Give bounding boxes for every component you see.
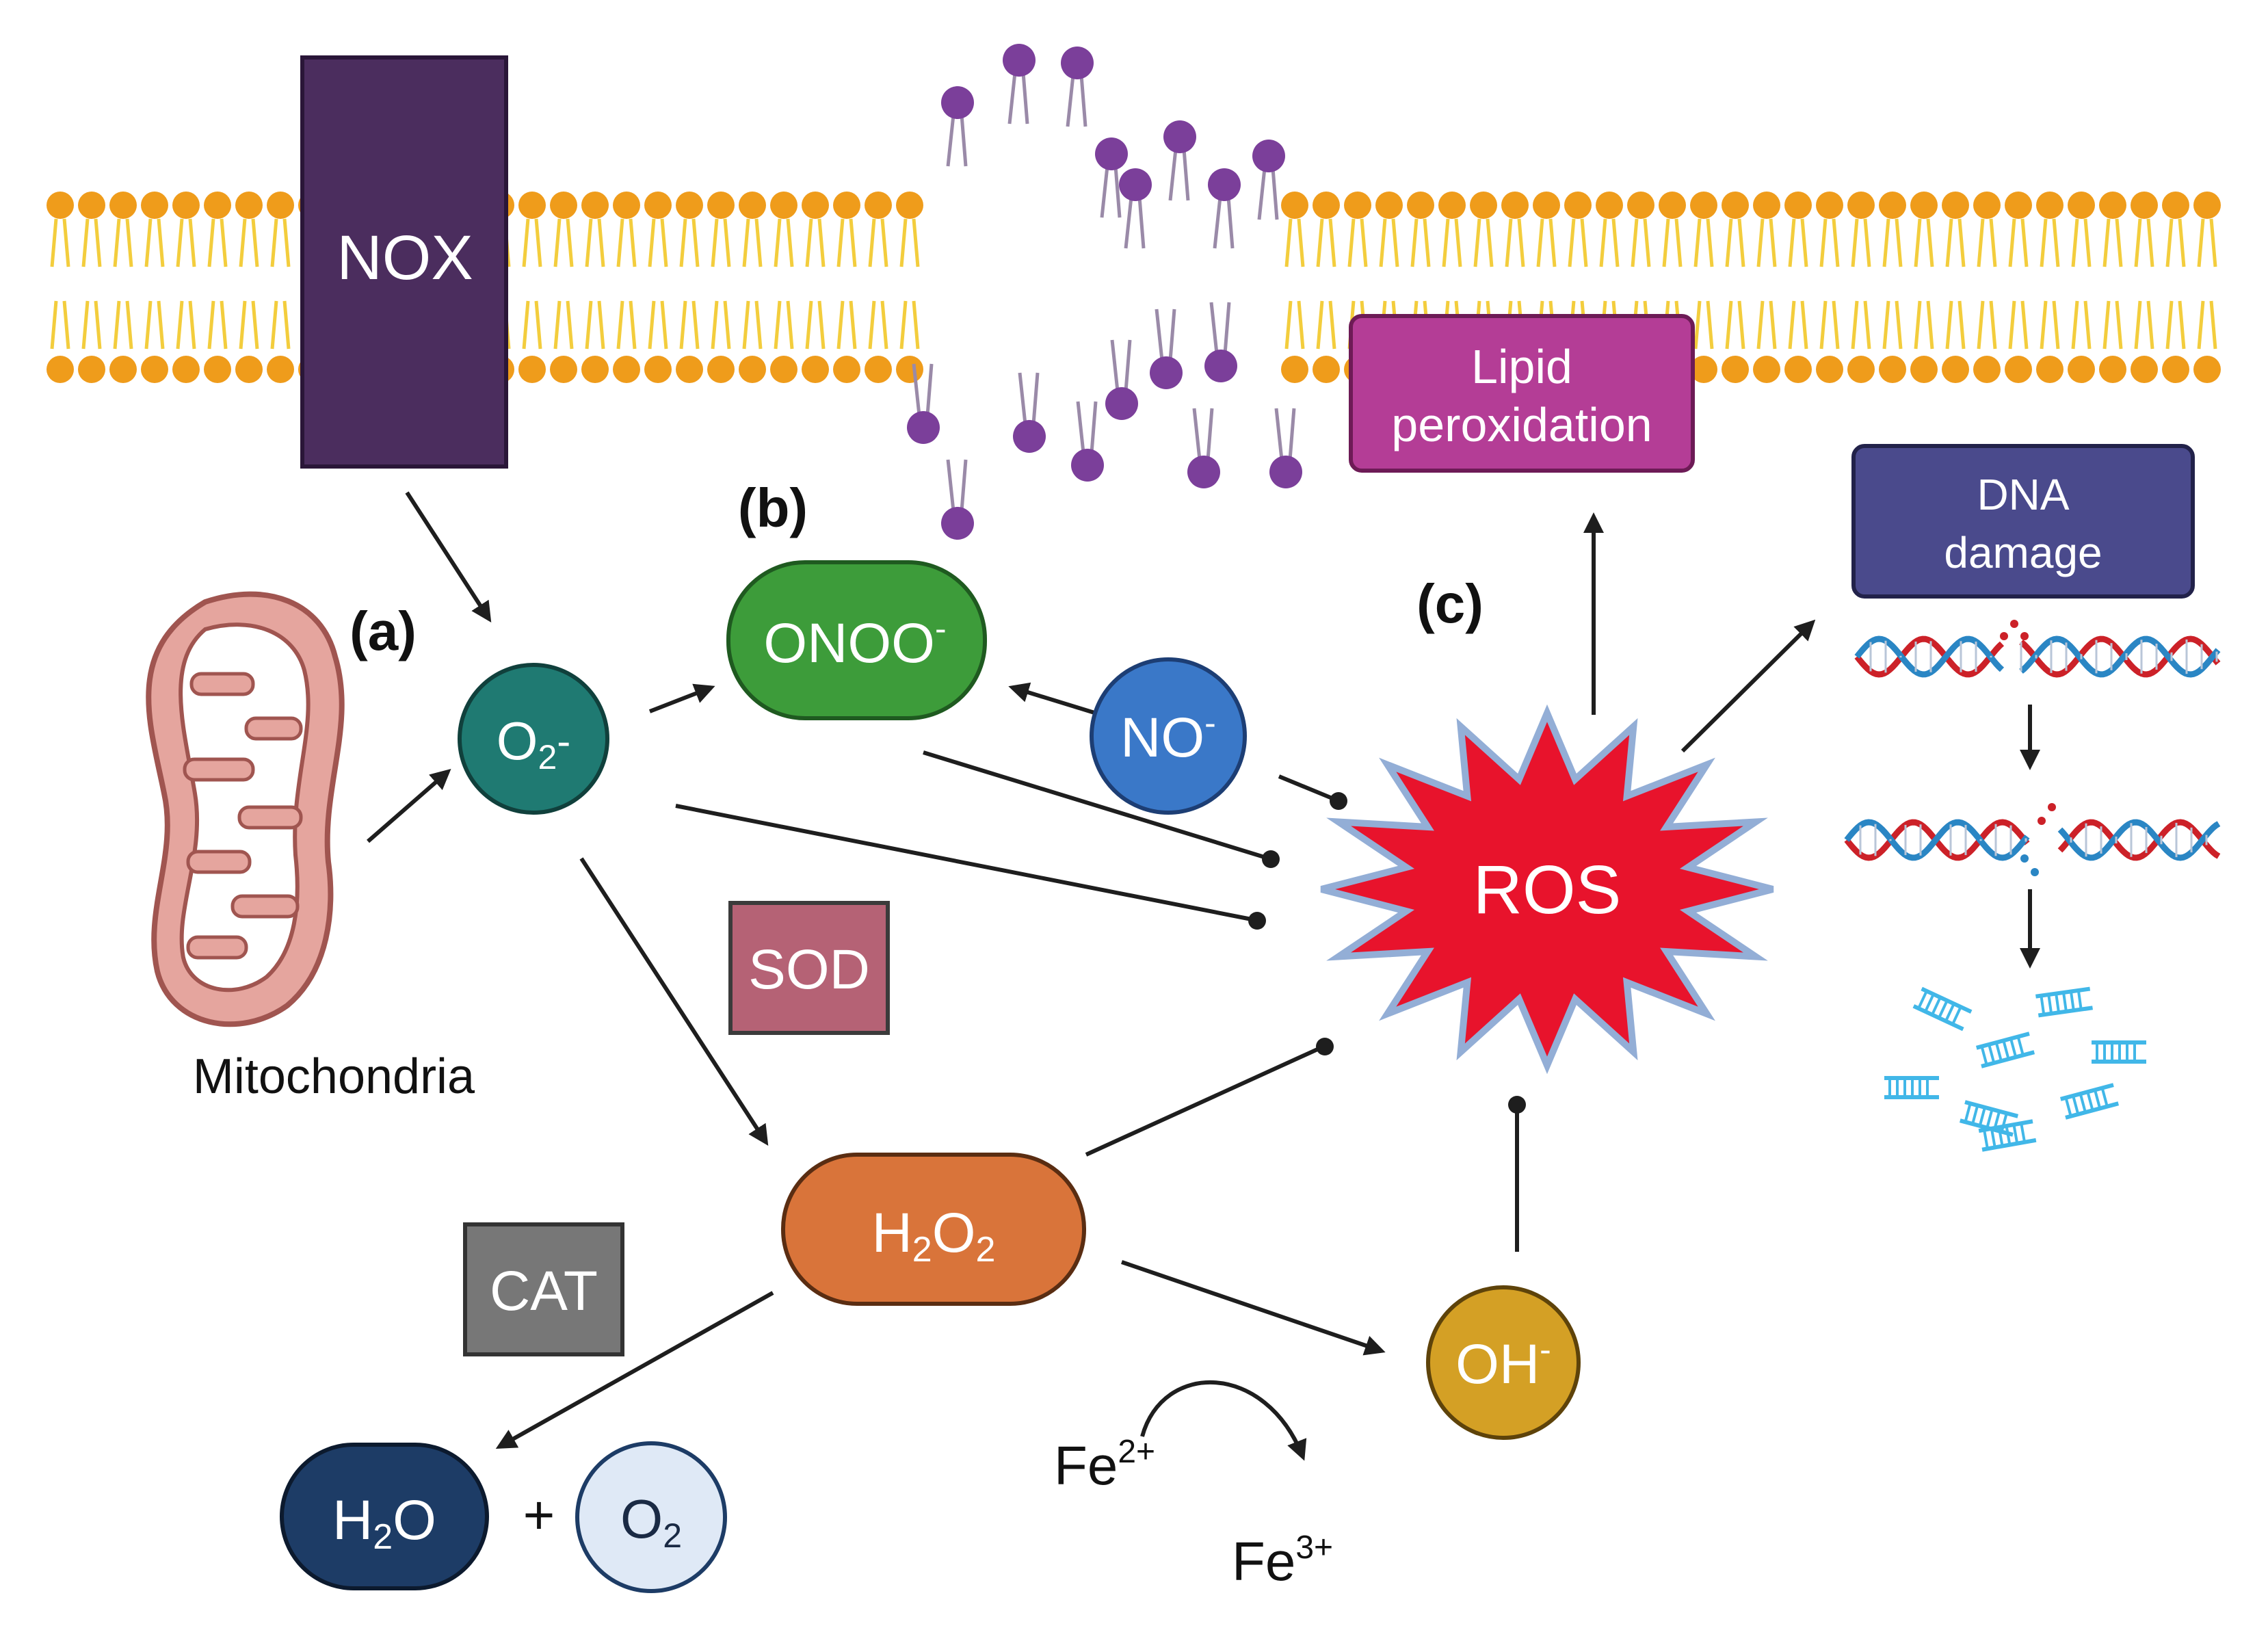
- mitochondria-label: Mitochondria: [193, 1049, 475, 1104]
- dna-fragment: [2092, 1040, 2146, 1064]
- nitric-oxide-node: NO-: [1090, 657, 1247, 815]
- svg-text:Fe2+: Fe2+: [1054, 1434, 1155, 1496]
- link-superoxide-ros: [675, 804, 1256, 922]
- nox-label: NOX: [337, 223, 473, 293]
- mitochondria-icon: [146, 591, 345, 1027]
- sod-box: SOD: [728, 901, 890, 1035]
- lipid-molecule: [1095, 137, 1128, 218]
- dna-damage-box: DNA damage: [1851, 444, 2195, 599]
- dna-fragment: [2059, 1083, 2120, 1120]
- arrow-mito-to-superoxide: [367, 769, 451, 843]
- water-node: H2O: [280, 1443, 489, 1590]
- svg-text:peroxidation: peroxidation: [1391, 398, 1652, 451]
- fe2-label: Fe2+: [1054, 1434, 1155, 1496]
- plus-sign: +: [523, 1484, 555, 1545]
- superoxide-node: O2-: [458, 663, 609, 815]
- dna-fragment: [1884, 1076, 1939, 1099]
- dna-strands: [1844, 620, 2221, 876]
- link-onoo-ros: [923, 750, 1269, 861]
- arrow-superoxide-to-h2o2: [579, 857, 769, 1146]
- lipid-molecule: [1003, 44, 1036, 124]
- dna-helix: [1854, 635, 2221, 678]
- svg-text:ONOO-: ONOO-: [763, 609, 946, 674]
- lipid-molecule: [1150, 308, 1183, 389]
- dna-fragment: [1975, 1032, 2035, 1068]
- arrow-superoxide-to-onoo: [648, 683, 715, 713]
- lipid-molecule: [1204, 302, 1237, 382]
- peroxynitrite-node: ONOO-: [726, 560, 987, 720]
- lipid-molecule: [1163, 120, 1196, 201]
- lipid-molecule: [1208, 168, 1241, 249]
- lipid-molecule: [1252, 140, 1285, 220]
- lipid-molecule: [1119, 168, 1152, 249]
- cat-box: CAT: [463, 1222, 624, 1356]
- lipid-molecule: [1061, 47, 1094, 127]
- svg-text:O2-: O2-: [497, 711, 570, 776]
- dna-fragments: [1884, 986, 2146, 1152]
- lipid-molecule: [1269, 408, 1302, 488]
- svg-text:CAT: CAT: [490, 1260, 598, 1322]
- svg-text:Lipid: Lipid: [1471, 340, 1572, 393]
- dna-fragment: [2035, 986, 2093, 1018]
- lipid-molecule: [1071, 401, 1104, 482]
- dna-fragment: [1912, 986, 1973, 1032]
- lipid-molecule: [907, 363, 940, 444]
- arrow-no-to-onoo: [1008, 682, 1102, 717]
- svg-text:NO-: NO-: [1120, 704, 1216, 769]
- ros-burst: ROS: [1320, 704, 1774, 1075]
- lipid-peroxidation-box: Lipid peroxidation: [1349, 314, 1695, 473]
- fe3-label: Fe3+: [1232, 1529, 1333, 1592]
- svg-text:damage: damage: [1944, 528, 2102, 577]
- fe-curved-arrow: [1140, 1380, 1307, 1461]
- link-h2o2-ros: [1085, 1045, 1325, 1157]
- label-c: (c): [1416, 573, 1484, 634]
- label-a: (a): [350, 601, 417, 661]
- label-b: (b): [738, 477, 808, 538]
- lipid-molecule: [941, 459, 974, 540]
- link-no-ros: [1278, 774, 1339, 802]
- arrow-nox-to-superoxide: [405, 491, 492, 623]
- svg-text:OH-: OH-: [1455, 1330, 1551, 1395]
- svg-text:Fe3+: Fe3+: [1232, 1529, 1333, 1592]
- lipid-molecule: [1013, 372, 1046, 453]
- lipid-molecule: [1187, 408, 1220, 488]
- ros-label: ROS: [1473, 852, 1622, 928]
- hydrogen-peroxide-node: H2O2: [781, 1153, 1086, 1306]
- svg-text:SOD: SOD: [748, 938, 870, 1001]
- svg-text:H2O: H2O: [332, 1489, 436, 1557]
- arrow-ros-to-dna: [1680, 619, 1816, 753]
- disrupted-lipids: [907, 44, 1302, 540]
- arrow-h2o2-to-oh: [1121, 1260, 1386, 1356]
- svg-text:H2O2: H2O2: [872, 1202, 996, 1270]
- dna-fragment: [1978, 1119, 2037, 1152]
- dna-helix: [1844, 819, 2221, 861]
- oxygen-node: O2: [575, 1441, 727, 1593]
- svg-text:O2: O2: [620, 1488, 682, 1555]
- nox-box: [300, 55, 508, 469]
- svg-text:DNA: DNA: [1977, 470, 2069, 519]
- lipid-molecule: [1105, 339, 1138, 420]
- arrow-h2o2-to-water: [495, 1291, 774, 1449]
- hydroxyl-node: OH-: [1426, 1285, 1581, 1440]
- connectors: [367, 491, 2040, 1461]
- lipid-molecule: [941, 86, 974, 167]
